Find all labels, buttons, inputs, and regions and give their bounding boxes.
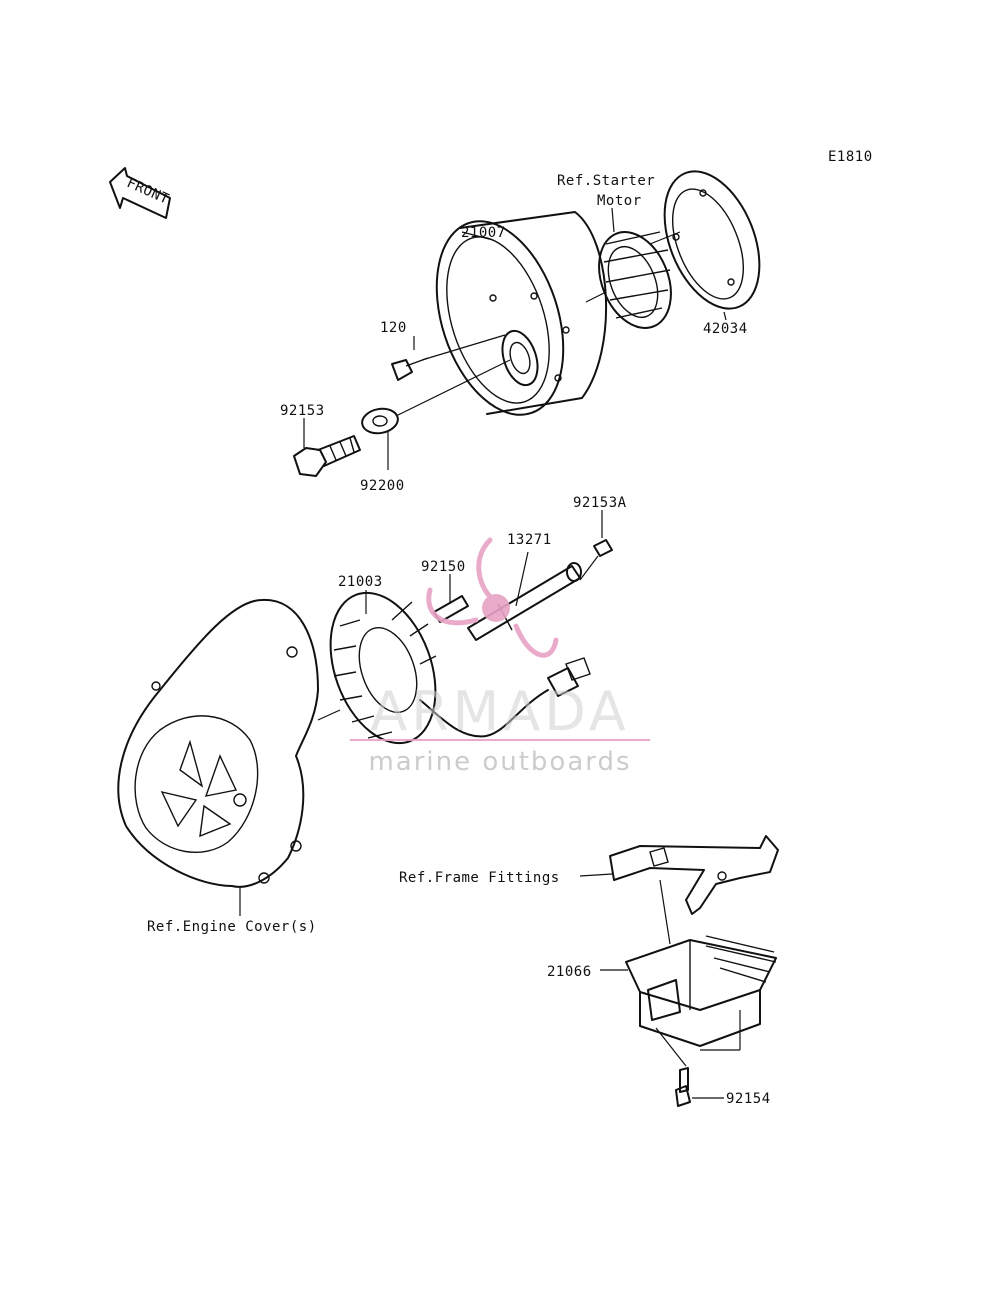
- label-ref-frame: Ref.Frame Fittings: [399, 870, 560, 886]
- label-13271: 13271: [507, 532, 552, 548]
- diagram-code: E1810: [828, 149, 873, 165]
- watermark-tagline: marine outboards: [368, 747, 631, 777]
- front-arrow-icon: FRONT: [109, 167, 172, 219]
- stator: [329, 591, 591, 745]
- label-92153A: 92153A: [573, 495, 627, 511]
- leader-lines: [239, 207, 741, 1099]
- label-ref-engine-cover: Ref.Engine Cover(s): [147, 919, 317, 935]
- label-92150: 92150: [421, 559, 466, 575]
- rotor-flywheel: [435, 211, 608, 416]
- label-21007: 21007: [461, 225, 506, 241]
- one-way-clutch: [598, 231, 672, 329]
- propeller-logo-icon: [426, 537, 559, 658]
- label-120: 120: [380, 320, 407, 336]
- watermark: ARMADA marine outboards: [350, 537, 650, 777]
- starter-clutch-ring: [663, 170, 761, 310]
- bolt-92153: [293, 435, 361, 477]
- screw-92153A: [593, 539, 613, 557]
- washer-92200: [361, 407, 399, 435]
- label-42034: 42034: [703, 321, 748, 337]
- bolt-120: [391, 357, 429, 381]
- engine-cover: [117, 598, 319, 888]
- label-ref-starter-2: Motor: [597, 193, 642, 209]
- label-92154: 92154: [726, 1091, 771, 1107]
- label-21066: 21066: [547, 964, 592, 980]
- watermark-brand: ARMADA: [370, 680, 630, 743]
- label-21003: 21003: [338, 574, 383, 590]
- label-ref-starter-1: Ref.Starter: [557, 173, 655, 189]
- label-92200: 92200: [360, 478, 405, 494]
- bolt-92154: [675, 1067, 691, 1107]
- frame-bracket: [609, 835, 779, 915]
- regulator-rectifier: [625, 935, 777, 1047]
- label-92153: 92153: [280, 403, 325, 419]
